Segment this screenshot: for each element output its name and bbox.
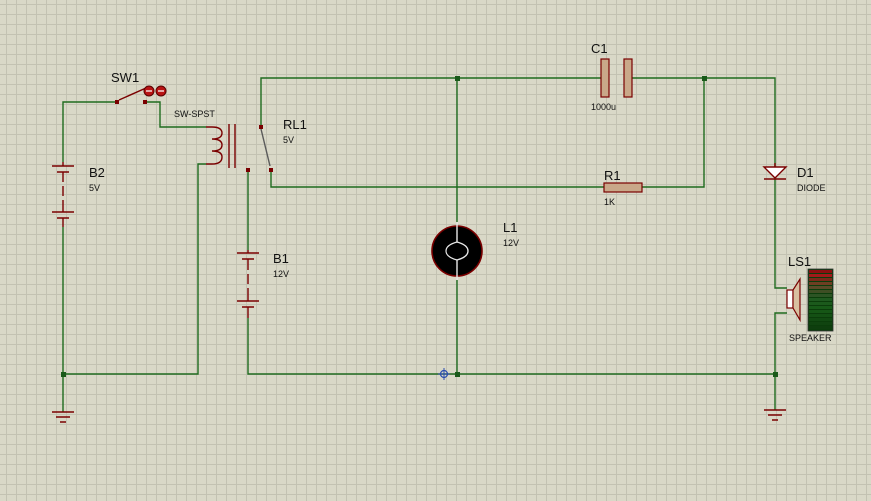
wires — [62, 77, 787, 410]
sw1-ref-label: SW1 — [111, 70, 139, 85]
junction-dot — [455, 372, 460, 377]
speaker-level-meter — [807, 268, 834, 332]
lamp-l1[interactable]: L1 12V — [431, 220, 519, 280]
junction-dot — [773, 372, 778, 377]
r1-value-label: 1K — [604, 197, 615, 207]
junction-dot — [702, 76, 707, 81]
capacitor-c1[interactable]: C1 1000u — [591, 41, 633, 112]
wire-ls1-to-ground[interactable] — [774, 312, 787, 410]
l1-ref-label: L1 — [503, 220, 517, 235]
switch-sw1[interactable]: SW1 SW-SPST — [111, 70, 215, 119]
wire-sw1-to-coil[interactable] — [146, 101, 206, 128]
r1-ref-label: R1 — [604, 168, 621, 183]
cursor-crosshair-icon — [438, 368, 450, 380]
b1-ref-label: B1 — [273, 251, 289, 266]
c1-value-label: 1000u — [591, 102, 616, 112]
b2-ref-label: B2 — [89, 165, 105, 180]
wire-r1-right[interactable] — [642, 78, 705, 188]
junction-dot — [455, 76, 460, 81]
ground-left-icon[interactable] — [52, 410, 74, 423]
rl1-ref-label: RL1 — [283, 117, 307, 132]
junction-dot — [61, 372, 66, 377]
wire-ground-left[interactable] — [63, 163, 206, 375]
ground-right-icon[interactable] — [764, 409, 786, 421]
rl1-value-label: 5V — [283, 135, 294, 145]
battery-b1[interactable]: B1 12V — [237, 250, 289, 318]
b1-value-label: 12V — [273, 269, 289, 279]
speaker-ls1[interactable]: LS1 SPEAKER — [786, 254, 834, 343]
resistor-r1[interactable]: R1 1K — [603, 168, 643, 207]
wire-c1-right[interactable] — [632, 77, 776, 167]
b2-value-label: 5V — [89, 183, 100, 193]
diode-d1[interactable]: D1 DIODE — [762, 163, 826, 193]
battery-b2[interactable]: B2 5V — [52, 162, 105, 227]
junctions — [61, 76, 778, 380]
ls1-ref-label: LS1 — [788, 254, 811, 269]
wire-relay-com-top[interactable] — [260, 77, 601, 127]
d1-ref-label: D1 — [797, 165, 814, 180]
ls1-value-label: SPEAKER — [789, 333, 832, 343]
c1-ref-label: C1 — [591, 41, 608, 56]
sw1-value-label: SW-SPST — [174, 109, 215, 119]
relay-rl1[interactable]: RL1 5V — [206, 117, 307, 172]
wire-relay-no[interactable] — [270, 170, 604, 188]
wire-d1-to-ls1[interactable] — [774, 179, 787, 289]
d1-value-label: DIODE — [797, 183, 826, 193]
l1-value-label: 12V — [503, 238, 519, 248]
wire-b2-top[interactable] — [62, 101, 117, 162]
wire-b1-bottom[interactable] — [247, 318, 775, 375]
